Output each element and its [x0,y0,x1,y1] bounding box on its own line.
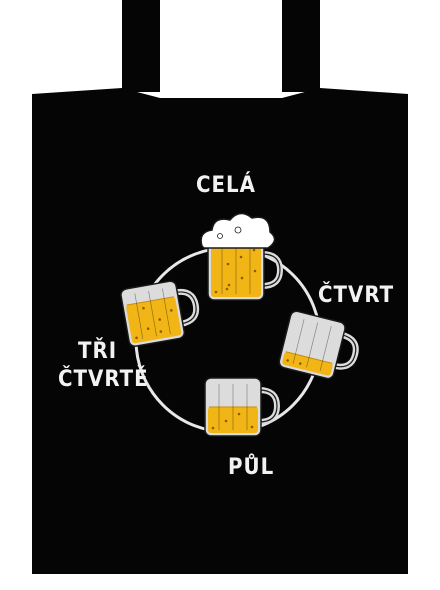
mug-bubble [226,262,230,266]
mug-beer [211,245,261,297]
label-ctvrt: ČTVRT [318,282,394,308]
mug-beer [126,297,182,344]
mug-bubble [158,318,162,321]
label-pul: PŮL [228,454,274,480]
mug-bubble [225,287,229,291]
mug-rib [134,293,144,339]
mug-handle-outline [258,389,278,423]
full-mug [200,212,284,301]
mug-bubble [170,309,173,312]
mug-bubble [240,276,244,280]
bag-handle-right [282,0,320,92]
bag-handle-left [122,0,160,92]
mug-handle-outline [261,253,281,287]
mug-handle-outline [333,334,357,368]
half-mug [204,377,281,437]
bag-handles [122,0,320,92]
mug-bubble [252,248,256,252]
mug-bubble [146,327,150,331]
label-ctvrte: ČTVRTĚ [58,366,149,392]
mug-foam [200,212,276,249]
foam-bubble [234,226,242,234]
mug-bubble [250,425,254,429]
mug-bubble [224,419,228,423]
mug-bubble [142,306,145,310]
label-cela: CELÁ [196,172,256,198]
bag-body [32,88,408,574]
quarter-mug [278,310,359,380]
mug-rib [162,288,171,334]
mug-bubble [214,290,218,294]
mug-bubble [239,255,243,259]
mug-bubble [211,426,215,430]
mug-beer [208,407,258,433]
label-tri: TŘI [78,338,117,364]
mug-rib [319,325,332,371]
mug-bubble [135,336,138,340]
mug-bubble [159,330,163,333]
three-quarter-mug [120,280,200,347]
mug-handle-outline [175,291,197,325]
mug-rib [148,290,157,337]
mug-beer-surface [285,351,333,364]
mug-bubble [253,269,257,273]
mug-bubble [237,412,241,416]
foam-bubble [217,233,223,239]
mug-rib [292,319,305,364]
mug-bubble [286,359,289,362]
mug-bubble [227,283,231,287]
mug-beer-surface [126,296,175,306]
mug-beer [282,352,333,376]
mug-rib [306,322,319,368]
mug-bubble [298,362,302,365]
